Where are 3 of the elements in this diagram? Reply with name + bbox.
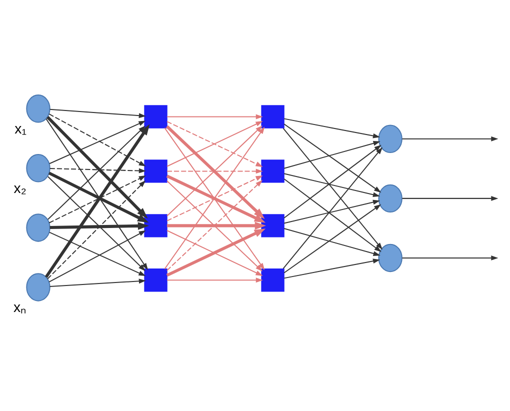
node-label: xₙ	[13, 299, 26, 316]
node-label: x₂	[13, 180, 26, 196]
node-label: x₁	[14, 120, 26, 137]
